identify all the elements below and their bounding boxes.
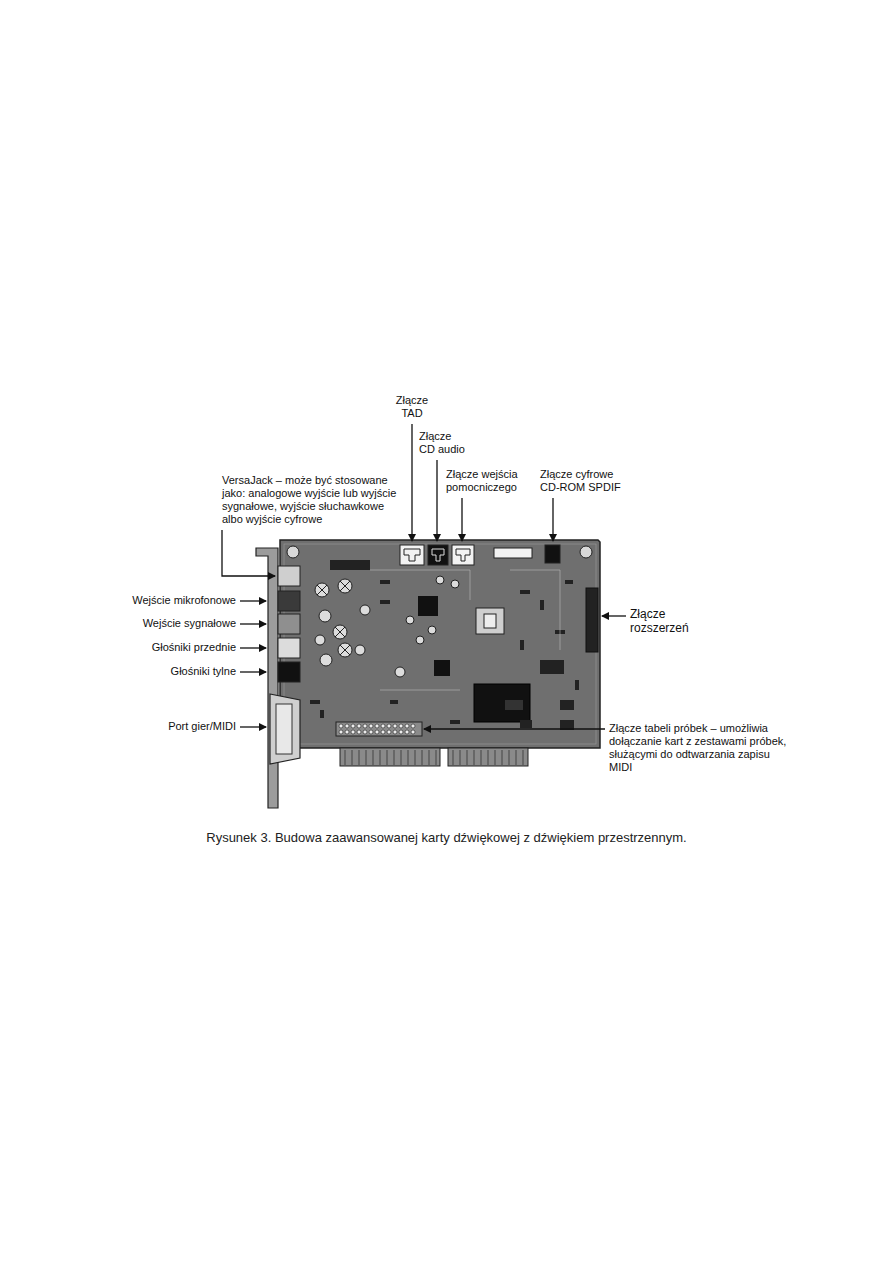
figure-caption: Rysunek 3. Budowa zaawansowanej karty dź… xyxy=(60,830,833,846)
connector-label: Złącze wejścia pomocniczego xyxy=(446,468,530,494)
callout-note: VersaJack – może być stosowane jako: ana… xyxy=(222,474,400,526)
port-label: Wejście mikrofonowe xyxy=(60,594,236,607)
connector-label: Złącze cyfrowe CD-ROM SPDIF xyxy=(540,468,630,494)
port-label: Wejście sygnałowe xyxy=(60,617,236,630)
connector-label: Złącze rozszerzeń xyxy=(630,607,696,635)
connector-label: Złącze TAD xyxy=(390,394,434,420)
metal-bracket xyxy=(256,548,278,808)
callout-note: Złącze tabeli próbek – umożliwia dołącza… xyxy=(609,722,787,774)
port-label: Port gier/MIDI xyxy=(60,720,236,733)
port-label: Głośniki tylne xyxy=(60,665,236,678)
pcb xyxy=(280,540,600,748)
port-label: Głośniki przednie xyxy=(60,641,236,654)
connector-label: Złącze CD audio xyxy=(419,430,467,456)
